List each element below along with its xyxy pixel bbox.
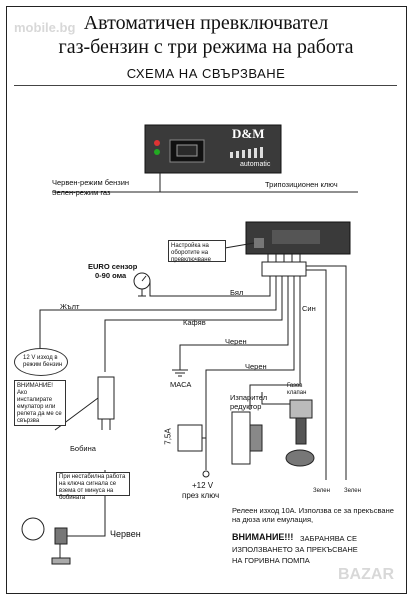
unstable-note-box: При нестабилна работа на ключа сигнала с… (56, 472, 130, 501)
sensor-label-1: EURO сензор (88, 262, 138, 271)
ignition-label-2: през ключ (182, 491, 220, 500)
vaporizer-label-2: редуктор (230, 402, 262, 411)
injector (54, 527, 68, 545)
wire-brown-label: Кафяв (183, 318, 206, 327)
wire-blue-label: Син (302, 304, 316, 313)
red-mode-label: Червен-режим бензин (52, 178, 130, 187)
watermark-top: mobile.bg (14, 20, 76, 35)
relay-note: Релеен изход 10А. Използва се за прекъсв… (232, 506, 394, 524)
wire-yellow-label: Жълт (60, 302, 80, 311)
brand-logo: D&M (232, 126, 265, 141)
rpm-setting-label: Настройка на оборотите на превключване (171, 243, 211, 263)
wire-red-label: Червен (110, 529, 141, 539)
gas-valve-label-2: клапан (287, 390, 307, 396)
switch-panel (144, 124, 282, 174)
petrol-out-bubble: 12 V изход в режим бензин (14, 348, 68, 376)
wire-black-label-2: Черен (245, 362, 267, 371)
vaporizer-label-1: Изпарител (230, 393, 268, 402)
ground-label: МАСА (170, 380, 192, 389)
three-pos-label: Трипозиционен ключ (265, 180, 338, 189)
title-line-2: газ-бензин с три режима на работа (58, 36, 354, 58)
wire-black-label-1: Черен (225, 337, 247, 346)
coil-body (97, 376, 115, 420)
title-separator (14, 85, 397, 86)
title-line-1: Автоматичен превключвател (83, 12, 329, 34)
diagram-frame (6, 6, 407, 594)
wire-green-label-2: Зелен (344, 488, 361, 494)
sensor-label-2: 0-90 ома (95, 271, 127, 280)
rpm-setting-box: Настройка на оборотите на превключване (168, 240, 226, 263)
fuse (177, 424, 203, 452)
warning-text-2: ИЗПОЛЗВАНЕТО ЗА ПРЕКЪСВАНЕ (232, 545, 358, 554)
fuse-label: 7,5A (163, 428, 173, 445)
unstable-note-label: При нестабилна работа на ключа сигнала с… (59, 474, 126, 501)
gas-valve-head (289, 399, 313, 419)
gas-valve-label-1: Газов (287, 383, 303, 389)
model-label: automatic (240, 161, 271, 168)
emulator-warning-label: ВНИМАНИЕ! Ако инсталирате емулатор или р… (17, 383, 62, 424)
wire-white-label: Бял (230, 288, 244, 297)
vaporizer-body (231, 411, 251, 465)
warning-text-3: НА ГОРИВНА ПОМПА (232, 556, 310, 565)
coil-label: Бобина (70, 444, 96, 453)
petrol-out-label: 12 V изход в режим бензин (23, 355, 63, 368)
wire-green-label-1: Зелен (313, 488, 330, 494)
wire-connector (261, 261, 307, 277)
warning-bold: ВНИМАНИЕ!!! (232, 532, 294, 542)
green-mode-label: Зелен-режим газ (52, 188, 111, 197)
green-led (154, 149, 160, 155)
subtitle: СХЕМА НА СВЪРЗВАНЕ (126, 66, 286, 81)
watermark-bottom: BAZAR (338, 566, 394, 583)
red-led (154, 140, 160, 146)
switch-rocker-face (176, 144, 198, 157)
warning-circle (21, 517, 45, 541)
ignition-label-1: +12 V (192, 481, 214, 490)
warning-text-1: ЗАБРАНЯВА СЕ (300, 534, 358, 543)
emulator-warning-box: ВНИМАНИЕ! Ако инсталирате емулатор или р… (14, 380, 66, 426)
